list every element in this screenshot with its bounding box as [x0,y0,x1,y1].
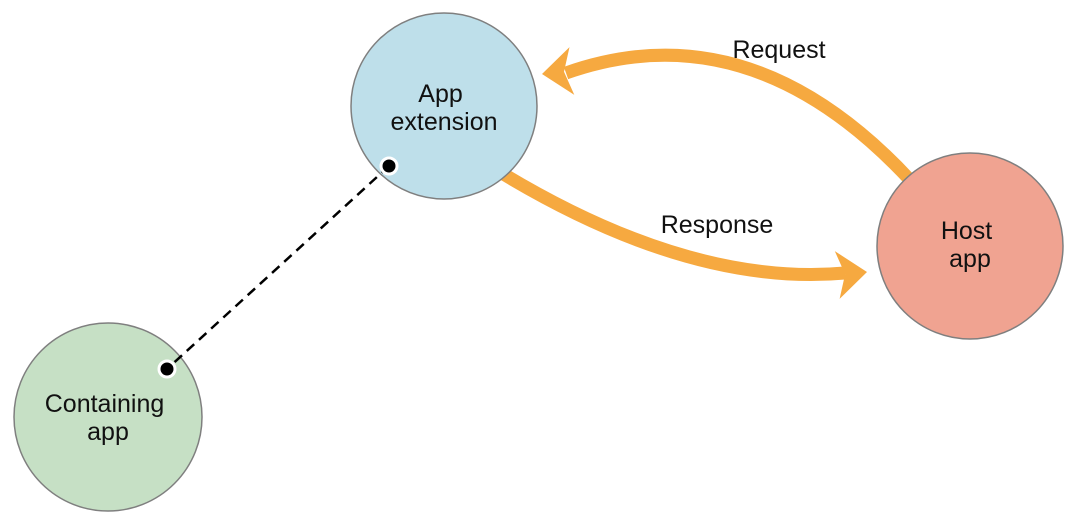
response-label: Response [661,211,774,239]
node-containing-app [13,322,203,512]
app-extension-label: App extension [390,80,497,136]
request-arrow [542,47,915,185]
host-app-label-line1: Host [941,217,992,245]
request-arrowhead-icon [542,47,575,95]
containing-app-label-line1: Containing [45,390,165,418]
response-arrow [496,166,867,299]
node-app-extension [350,12,538,200]
response-arrowhead-icon [834,251,867,299]
host-app-label: Host app [941,217,999,273]
app-extension-label-line2: extension [390,108,497,136]
connection-point-dot-containing-app [157,359,177,379]
containing-app-label-line2: app [87,418,129,446]
connection-point-dot-app-extension [379,156,399,176]
response-arrow-curve [496,166,846,282]
host-app-label-line2: app [949,245,991,273]
node-host-app [876,152,1064,340]
containing-app-label: Containing app [45,390,171,446]
request-arrow-curve [563,48,915,185]
app-extension-label-line1: App [418,80,462,108]
request-label: Request [732,36,825,64]
containment-connector [166,165,390,370]
